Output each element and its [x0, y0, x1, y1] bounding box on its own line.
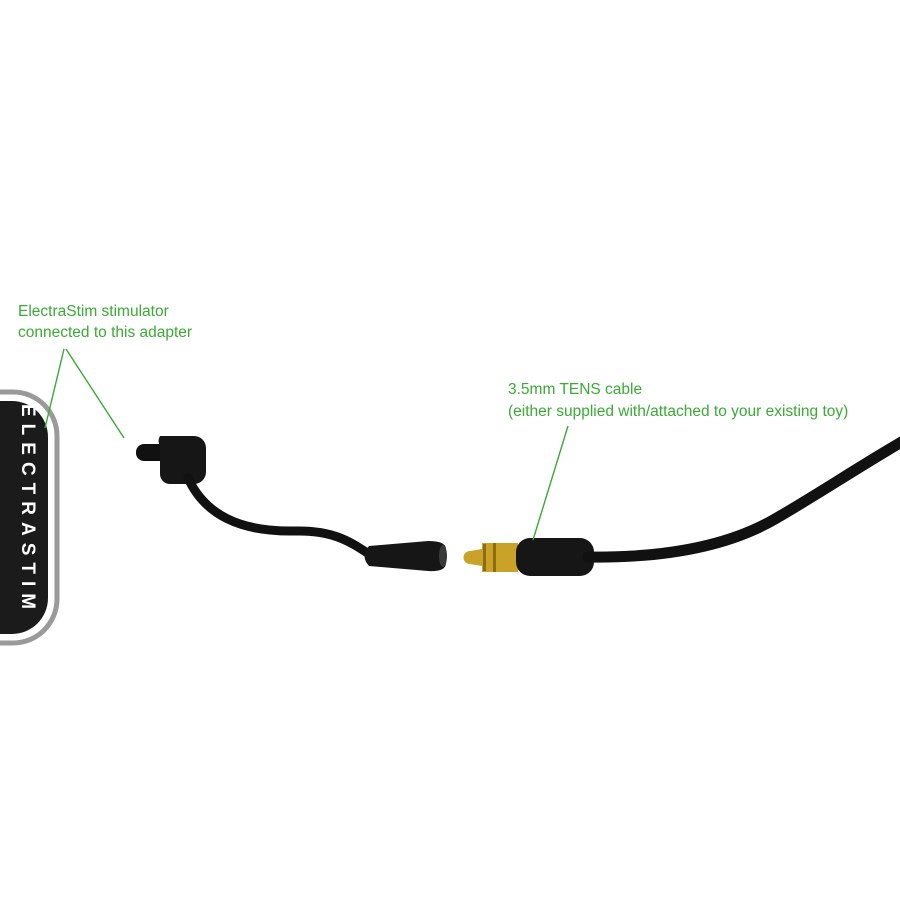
adapter-cable-assembly	[136, 436, 447, 572]
right-leader-line	[532, 425, 569, 541]
right-annotation: 3.5mm TENS cable (either supplied with/a…	[508, 381, 848, 541]
left-leader-line-plug	[65, 348, 125, 439]
male-plug-tip	[463, 543, 518, 572]
tens-cable-assembly	[463, 436, 900, 576]
right-annotation-line2: (either supplied with/attached to your e…	[508, 403, 848, 420]
male-plug-ring-1	[483, 544, 486, 571]
tens-cable	[582, 436, 900, 563]
left-leader-line-device	[44, 348, 65, 429]
female-socket	[364, 541, 446, 572]
female-socket-opening	[439, 545, 447, 567]
device-body	[0, 401, 48, 634]
male-plug-ring-2	[493, 543, 496, 572]
device-outline	[0, 389, 60, 646]
left-annotation-line2: connected to this adapter	[18, 324, 192, 341]
adapter-cable	[183, 473, 377, 561]
right-annotation-line1: 3.5mm TENS cable	[508, 381, 642, 398]
left-annotation: ElectraStim stimulator connected to this…	[18, 303, 192, 439]
electrastim-device: ELECTRASTIM	[0, 389, 60, 646]
left-annotation-line1: ElectraStim stimulator	[18, 303, 169, 320]
male-plug-body	[516, 538, 594, 576]
right-angle-plug-body	[158, 436, 206, 484]
device-label: ELECTRASTIM	[17, 404, 38, 616]
